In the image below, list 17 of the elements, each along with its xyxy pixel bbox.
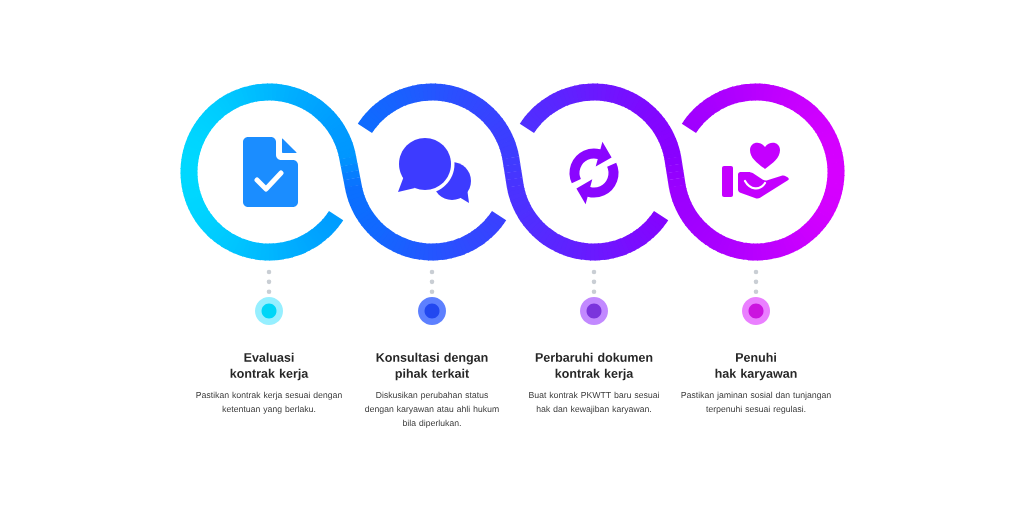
step-description: Diskusikan perubahan status dengan karyawan atau ahli hukum bila diperlukan. (365, 391, 499, 428)
step-title: Evaluasi kontrak kerja (230, 352, 309, 381)
dotted-connector (429, 269, 435, 295)
step-description: Buat kontrak PKWTT baru sesuai hak dan kewajiban karyawan. (529, 391, 659, 414)
marker-dot (418, 297, 446, 325)
marker-dot (255, 297, 283, 325)
dotted-connector (591, 269, 597, 295)
dotted-connector (753, 269, 759, 295)
step-description: Pastikan jaminan sosial dan tunjangan terpenuhi sesuai regulasi. (681, 391, 831, 414)
dotted-connector (266, 269, 272, 295)
ring (506, 83, 686, 261)
step-description: Pastikan kontrak kerja sesuai dengan ketentuan yang berlaku. (196, 391, 342, 414)
step-title: Penuhi hak karyawan (715, 352, 797, 381)
step-title: Perbaruhi dokumen kontrak kerja (535, 352, 653, 381)
marker-dot (742, 297, 770, 325)
marker-dot (580, 297, 608, 325)
step-title: Konsultasi dengan pihak terkait (376, 352, 488, 381)
